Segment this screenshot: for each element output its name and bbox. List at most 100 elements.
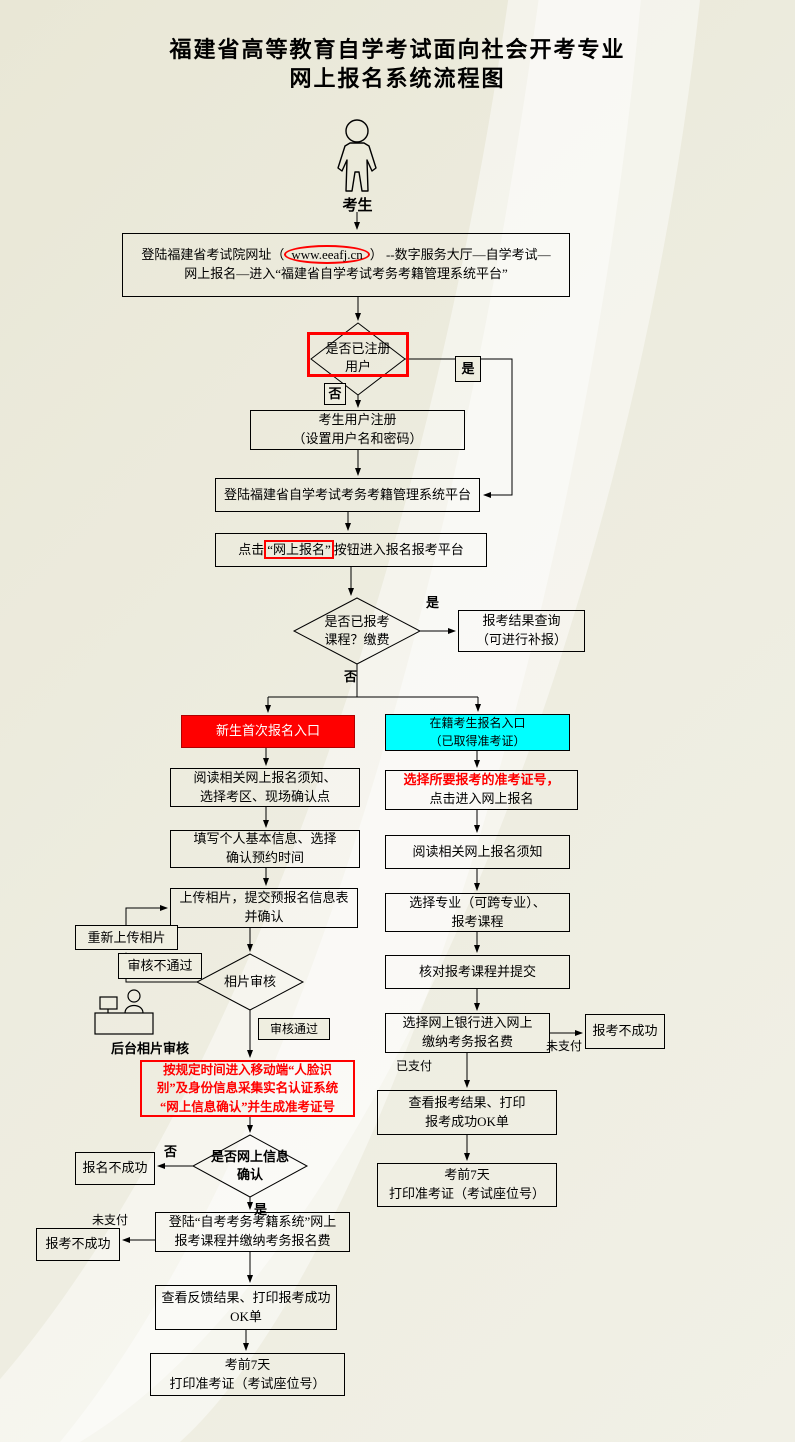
- node-click-enroll: 点击“网上报名”按钮进入报名报考平台: [215, 533, 487, 567]
- registered-question-line2: 用户: [344, 359, 371, 374]
- edge-label-no-registered: 否: [324, 383, 346, 405]
- registered-question-highlight: [307, 332, 409, 377]
- read-notice-left-line2: 选择考区、现场确认点: [199, 788, 330, 804]
- page-title-line2: 网上报名系统流程图: [289, 66, 506, 91]
- page-title-line1: 福建省高等教育自学考试面向社会开考专业: [169, 37, 626, 62]
- registered-question-line1: 是否已注册: [325, 340, 391, 356]
- select-ticket-line1: 选择所要报考的准考证号，: [403, 772, 560, 788]
- face-auth-line2: 别”及身份信息采集实名认证系统: [156, 1081, 339, 1096]
- backend-reviewer-icon: [94, 989, 154, 1035]
- entry-new-line1: 新生首次报名入口: [215, 723, 320, 739]
- select-major-line1: 选择专业（可跨专业）、: [409, 894, 546, 910]
- portal-url: www.eeafj.cn: [284, 245, 370, 265]
- node-verify-courses: 核对报考课程并提交: [385, 955, 570, 989]
- pay-fail-left-line1: 报考不成功: [45, 1236, 111, 1252]
- enrolled-question-line2: 课程？缴费: [324, 632, 390, 647]
- pay-online-line2: 缴纳考务报名费: [421, 1034, 513, 1049]
- edge-label-paid: 已支付: [396, 1059, 433, 1073]
- node-enroll-pay-left: 登陆“自考考务考籍系统”网上 报考课程并缴纳考务报名费: [155, 1212, 350, 1252]
- node-register-fail: 报名不成功: [75, 1152, 155, 1185]
- feedback-line2: OK单: [230, 1308, 262, 1324]
- entry-enrolled-line2: （已取得准考证）: [429, 733, 526, 748]
- diamond-enrolled-question: [292, 597, 422, 665]
- node-registered-question: 是否已注册 用户: [311, 335, 405, 381]
- node-face-auth: 按规定时间进入移动端“人脸识 别”及身份信息采集实名认证系统 “网上信息确认”并…: [140, 1060, 355, 1117]
- login-portal-prefix: 登陆福建省考试院网址（: [141, 247, 285, 263]
- login-portal-line1: 登陆福建省考试院网址（www.eeafj.cn） --数字服务大厅—自学考试—: [141, 245, 551, 265]
- click-enroll-highlight: “网上报名”: [264, 539, 334, 559]
- edge-label-no-enrolled: 否: [344, 669, 358, 684]
- select-ticket-line2: 点击进入网上报名: [429, 791, 534, 806]
- edge-label-yes-registered: 是: [455, 356, 481, 382]
- candidate-label: 考生: [342, 198, 373, 214]
- login-portal-line2: 网上报名—进入“福建省自学考试考务考籍管理系统平台”: [184, 266, 508, 281]
- enroll-pay-line1: 登陆“自考考务考籍系统”网上: [168, 1214, 337, 1230]
- candidate-icon: [337, 119, 377, 192]
- view-result-line1: 查看报考结果、打印: [408, 1094, 526, 1110]
- node-select-ticket: 选择所要报考的准考证号， 点击进入网上报名: [385, 770, 578, 810]
- photo-review-line1: 相片审核: [223, 973, 276, 989]
- node-login-system: 登陆福建省自学考试考务考籍管理系统平台: [215, 478, 480, 512]
- verify-courses-line1: 核对报考课程并提交: [418, 963, 536, 979]
- edge-label-no-confirm: 否: [164, 1144, 178, 1159]
- login-system-line1: 登陆福建省自学考试考务考籍管理系统平台: [223, 486, 471, 502]
- print-ticket-right-line2: 打印准考证（考试座位号）: [388, 1186, 545, 1201]
- node-print-ticket-left: 考前7天 打印准考证（考试座位号）: [150, 1353, 345, 1396]
- enroll-pay-line2: 报考课程并缴纳考务报名费: [174, 1233, 331, 1248]
- edge-label-unpaid-right: 未支付: [546, 1039, 583, 1053]
- enrolled-question-line1: 是否已报考: [324, 613, 390, 629]
- fill-info-line2: 确认预约时间: [225, 850, 304, 865]
- node-fill-info: 填写个人基本信息、选择 确认预约时间: [170, 830, 360, 868]
- edge-label-yes-confirm: 是: [254, 1202, 268, 1217]
- print-ticket-left-line2: 打印准考证（考试座位号）: [169, 1375, 326, 1391]
- feedback-line1: 查看反馈结果、打印报考成功: [161, 1289, 331, 1305]
- read-notice-right-line1: 阅读相关网上报名须知: [412, 843, 543, 859]
- click-enroll-prefix: 点击: [238, 541, 265, 557]
- node-reupload-photo: 重新上传相片: [75, 925, 178, 950]
- backend-review-label: 后台相片审核: [110, 1041, 189, 1056]
- node-enrolled-question: 是否已报考 课程？缴费: [294, 602, 420, 660]
- click-enroll-line1: 点击“网上报名”按钮进入报名报考平台: [238, 539, 464, 560]
- confirm-question-line2: 确认: [236, 1167, 263, 1182]
- diamond-online-confirm: [191, 1134, 309, 1198]
- print-ticket-right-line1: 考前7天: [444, 1167, 490, 1183]
- pay-online-line1: 选择网上银行进入网上: [402, 1015, 533, 1031]
- node-result-query: 报考结果查询 （可进行补报）: [458, 610, 585, 652]
- print-ticket-left-line1: 考前7天: [224, 1356, 271, 1372]
- node-feedback-left: 查看反馈结果、打印报考成功 OK单: [155, 1285, 337, 1330]
- decision-diamonds: [191, 322, 422, 1198]
- node-pay-fail-left: 报考不成功: [36, 1228, 120, 1261]
- node-view-result: 查看报考结果、打印 报考成功OK单: [377, 1090, 557, 1135]
- face-auth-line3: “网上信息确认”并生成准考证号: [159, 1099, 335, 1114]
- node-read-notice-right: 阅读相关网上报名须知: [385, 835, 570, 869]
- node-pay-fail-right: 报考不成功: [585, 1014, 665, 1049]
- click-enroll-suffix: 按钮进入报名报考平台: [333, 541, 464, 557]
- node-online-confirm-question: 是否网上信息 确认: [193, 1140, 307, 1192]
- result-query-line1: 报考结果查询: [482, 613, 561, 629]
- view-result-line2: 报考成功OK单: [425, 1113, 509, 1129]
- pay-fail-right-line1: 报考不成功: [592, 1023, 658, 1039]
- read-notice-left-line1: 阅读相关网上报名须知、: [193, 769, 337, 785]
- node-print-ticket-right: 考前7天 打印准考证（考试座位号）: [377, 1163, 557, 1207]
- fill-info-line1: 填写个人基本信息、选择: [193, 831, 337, 847]
- edge-label-review-pass: 审核通过: [258, 1018, 330, 1040]
- edge-label-yes-enrolled: 是: [426, 595, 440, 610]
- node-entry-enrolled-students: 在籍考生报名入口 （已取得准考证）: [385, 714, 570, 751]
- face-auth-line1: 按规定时间进入移动端“人脸识: [163, 1063, 332, 1078]
- diamond-registered-question: [310, 322, 406, 396]
- upload-photo-line1: 上传相片，提交预报名信息表: [179, 890, 349, 906]
- node-entry-new-students: 新生首次报名入口: [181, 715, 355, 748]
- upload-photo-line2: 并确认: [244, 909, 284, 924]
- node-login-portal: 登陆福建省考试院网址（www.eeafj.cn） --数字服务大厅—自学考试— …: [122, 233, 570, 297]
- edge-label-unpaid-left: 未支付: [92, 1213, 129, 1227]
- node-upload-photo: 上传相片，提交预报名信息表 并确认: [170, 888, 358, 928]
- user-register-line2: （设置用户名和密码）: [292, 431, 423, 446]
- result-query-line2: （可进行补报）: [475, 632, 567, 647]
- select-major-line2: 报考课程: [451, 913, 504, 929]
- register-fail-line1: 报名不成功: [82, 1160, 148, 1176]
- diamond-photo-review: [195, 953, 305, 1011]
- entry-enrolled-line1: 在籍考生报名入口: [429, 716, 526, 731]
- confirm-question-line1: 是否网上信息: [210, 1148, 289, 1164]
- node-photo-review: 相片审核: [197, 968, 303, 996]
